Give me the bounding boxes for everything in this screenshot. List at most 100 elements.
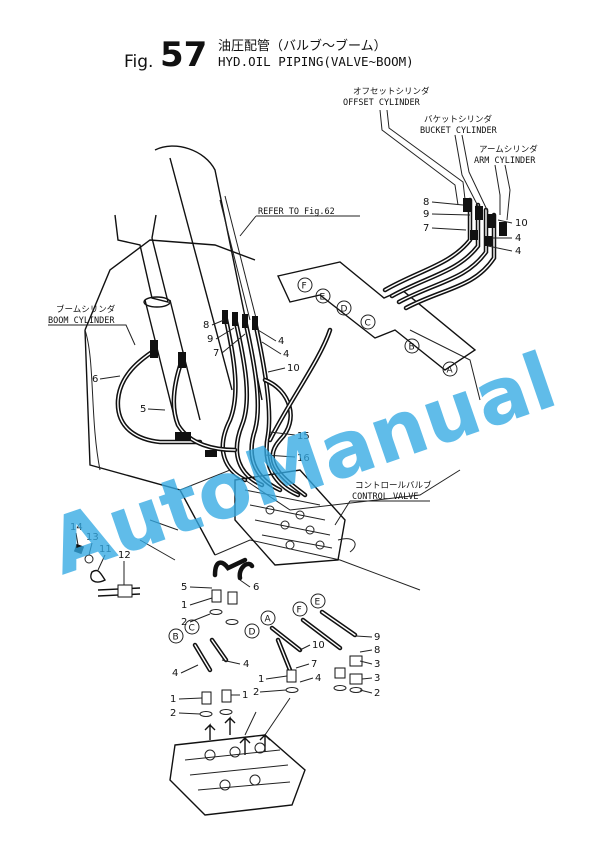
watermark: AutoManual [39, 336, 567, 593]
port-e-lower: E [310, 593, 326, 609]
part-number: 2 [253, 687, 259, 698]
part-number: 6 [253, 582, 259, 593]
bracket-plate [277, 261, 477, 371]
frame-bottom-edge [214, 539, 421, 591]
frame-lower-edge [179, 469, 461, 511]
upper-hose-bundle [379, 109, 511, 311]
part-number: 8 [203, 320, 209, 331]
svg-text:E: E [320, 293, 326, 303]
part-number: 4 [243, 659, 249, 670]
title-japanese: 油圧配管（バルブ〜ブーム） [218, 38, 387, 54]
port-d-upper: D [336, 300, 352, 316]
port-a-lower: A [260, 610, 276, 626]
machine-outline [84, 145, 481, 591]
part-number: 9 [423, 209, 429, 220]
svg-text:A: A [447, 366, 454, 376]
part-number: 2 [170, 708, 176, 719]
part-number: 1 [258, 674, 264, 685]
boom-hose-bundle [219, 195, 333, 498]
port-a-upper: A [442, 361, 458, 377]
part-number: 16 [297, 453, 310, 464]
part-numbers: 8 9 7 10 4 4 8 9 7 4 4 10 6 5 15 16 14 1… [70, 197, 528, 719]
part-number: 6 [92, 374, 98, 385]
port-c-lower: C [184, 619, 200, 635]
part-number: 2 [374, 688, 380, 699]
offset-cylinder-label-jp: オフセットシリンダ [353, 86, 430, 97]
part-number: 1 [242, 690, 248, 701]
svg-text:F: F [297, 606, 302, 616]
port-labels: F E D C B A B C A D F E [168, 277, 458, 644]
part-number: 10 [312, 640, 325, 651]
port-f-upper: F [297, 277, 313, 293]
part-number: 4 [315, 673, 321, 684]
svg-text:B: B [173, 633, 179, 643]
part-number: 1 [181, 600, 187, 611]
part-number: 8 [374, 645, 380, 656]
boom-cylinder-hoses [115, 340, 238, 457]
part-number: 11 [99, 544, 112, 555]
port-b-lower: B [168, 628, 184, 644]
part-number: 9 [374, 632, 380, 643]
callout-labels: オフセットシリンダ OFFSET CYLINDER バケットシリンダ BUCKE… [48, 86, 538, 526]
svg-text:D: D [341, 305, 348, 315]
svg-text:B: B [409, 343, 415, 353]
control-valve [234, 469, 356, 566]
port-b-upper: B [404, 338, 420, 354]
part-number: 10 [515, 218, 528, 229]
part-number: 10 [287, 363, 300, 374]
part-number: 5 [181, 582, 187, 593]
control-valve-label: CONTROL VALVE [352, 492, 419, 502]
boom-cylinder-label-jp: ブームシリンダ [56, 304, 116, 315]
bucket-cylinder-label-jp: バケットシリンダ [424, 114, 493, 125]
svg-text:D: D [249, 628, 256, 638]
refer-label: REFER TO Fig.62 [258, 207, 335, 217]
part-number: 5 [140, 404, 146, 415]
port-e-upper: E [315, 288, 331, 304]
boom-inner-line [169, 157, 233, 391]
arm-cylinder-label-jp: アームシリンダ [479, 144, 538, 155]
svg-text:A: A [265, 615, 272, 625]
exploded-fittings [169, 557, 363, 816]
title-english: HYD.OIL PIPING(VALVE~BOOM) [218, 54, 414, 69]
svg-text:F: F [302, 282, 307, 292]
port-d-lower: D [244, 623, 260, 639]
port-f-lower: F [292, 601, 308, 617]
fitting-group-11-14 [73, 543, 141, 598]
control-valve-label-jp: コントロールバルブ [355, 480, 432, 491]
part-number: 4 [283, 349, 289, 360]
svg-text:E: E [315, 598, 321, 608]
bucket-cylinder-label: BUCKET CYLINDER [420, 126, 498, 136]
offset-cylinder-label: OFFSET CYLINDER [343, 98, 421, 108]
part-number: 3 [374, 659, 380, 670]
fig-prefix: Fig. [124, 52, 153, 72]
part-number: 9 [207, 334, 213, 345]
arm-cylinder-label: ARM CYLINDER [474, 156, 536, 166]
part-number: 8 [423, 197, 429, 208]
frame-curve [84, 329, 101, 471]
part-number: 7 [213, 348, 219, 359]
frame-right-edge [409, 329, 481, 401]
part-number: 7 [423, 223, 429, 234]
port-bracket [277, 261, 477, 371]
fig-number: 57 [160, 35, 207, 75]
frame-detail [139, 519, 179, 561]
part-number: 7 [311, 659, 317, 670]
boom-outline [154, 145, 263, 401]
part-number: 4 [515, 233, 521, 244]
boom-cylinder-label: BOOM CYLINDER [48, 316, 115, 326]
boom-cylinder-outline [114, 214, 169, 303]
part-number: 15 [297, 431, 310, 442]
svg-text:C: C [365, 319, 371, 329]
part-number: 13 [86, 532, 99, 543]
part-number: 4 [278, 336, 284, 347]
port-c-upper: C [360, 314, 376, 330]
figure-title: Fig. 57 油圧配管（バルブ〜ブーム） HYD.OIL PIPING(VAL… [124, 35, 414, 75]
part-number: 2 [181, 617, 187, 628]
part-number: 14 [70, 522, 83, 533]
svg-text:C: C [189, 624, 195, 634]
part-number: 4 [172, 668, 178, 679]
part-number: 3 [374, 673, 380, 684]
part-number: 4 [515, 246, 521, 257]
frame-outline [84, 239, 256, 556]
